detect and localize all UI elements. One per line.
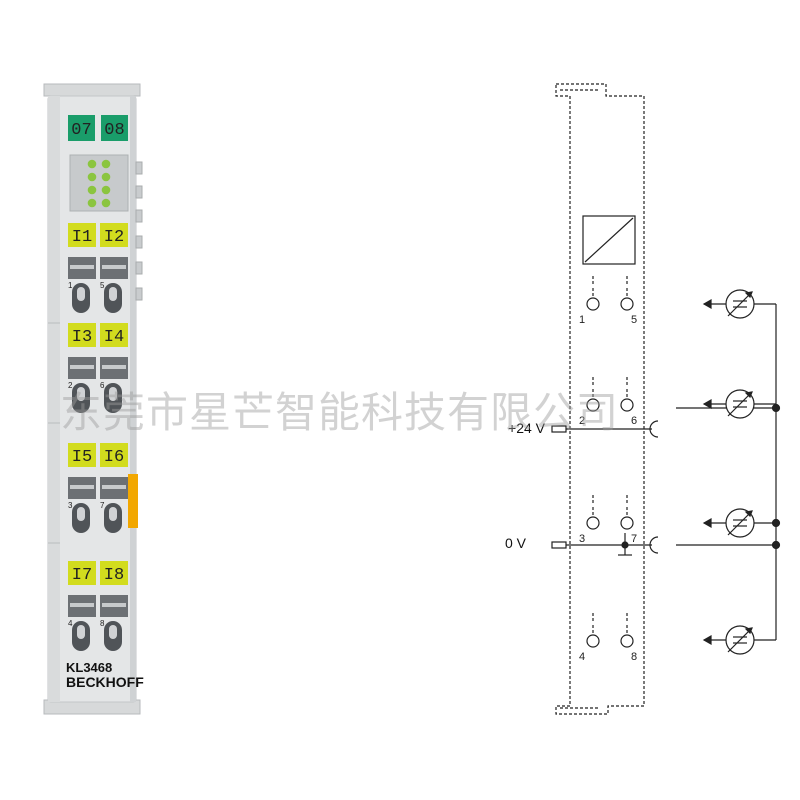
channel-label-text: I4 bbox=[104, 328, 124, 347]
schematic-pin-number: 6 bbox=[631, 415, 637, 427]
channel-label-text: I3 bbox=[72, 328, 92, 347]
wiring-schematic: 1 5 2 6 3 7 4 8 bbox=[551, 83, 781, 715]
channel-label-i6 bbox=[100, 443, 128, 467]
led-07 bbox=[68, 115, 95, 141]
terminal-number: 8 bbox=[100, 619, 105, 628]
brand-label: BECKHOFF bbox=[66, 674, 144, 690]
side-rail bbox=[48, 96, 60, 702]
led-window bbox=[69, 154, 129, 212]
schematic-housing-outline bbox=[555, 83, 645, 715]
terminal-number: 4 bbox=[68, 619, 73, 628]
schematic-terminal-dot bbox=[620, 398, 634, 412]
schematic-terminal-dot bbox=[586, 516, 600, 530]
schematic-pin-number: 7 bbox=[631, 533, 637, 545]
led-08 bbox=[101, 115, 128, 141]
ad-converter-symbol bbox=[582, 215, 636, 265]
terminal-module-photo: 07 08 I1 1 I2 5I3 2 I4 6I5 3 I6 7I7 4 I8 8 KL3468 BE… bbox=[43, 83, 144, 715]
schematic-terminal-dot bbox=[586, 398, 600, 412]
schematic-terminal-dot bbox=[620, 634, 634, 648]
schematic-pin-number: 8 bbox=[631, 651, 637, 663]
channel-label-i1 bbox=[68, 223, 96, 247]
terminal-number: 7 bbox=[100, 501, 105, 510]
schematic-pin-number: 2 bbox=[579, 415, 585, 427]
channel-label-i7 bbox=[68, 561, 96, 585]
model-label: KL3468 bbox=[66, 660, 112, 675]
channel-label-text: I1 bbox=[72, 228, 92, 247]
channel-label-text: I5 bbox=[72, 448, 92, 467]
terminal-number: 6 bbox=[100, 381, 105, 390]
schematic-terminal-dot bbox=[620, 516, 634, 530]
schematic-pin-number: 3 bbox=[579, 533, 585, 545]
channel-label-text: I7 bbox=[72, 566, 92, 585]
channel-label-text: I6 bbox=[104, 448, 124, 467]
watermark-text: 东莞市星芒智能科技有限公司 bbox=[60, 388, 619, 437]
channel-label-i8 bbox=[100, 561, 128, 585]
terminal-number: 1 bbox=[68, 281, 73, 290]
channel-label-i4 bbox=[100, 323, 128, 347]
status-led-grid bbox=[87, 159, 111, 208]
plus24v-label: +24 V bbox=[508, 420, 546, 436]
terminal-number: 5 bbox=[100, 281, 105, 290]
schematic-pin-number: 1 bbox=[579, 314, 585, 326]
schematic-pin-number: 5 bbox=[631, 314, 637, 326]
led-08-label: 08 bbox=[104, 121, 124, 140]
zero-v-terminal bbox=[551, 541, 567, 549]
terminal-number: 2 bbox=[68, 381, 73, 390]
channel-label-text: I2 bbox=[104, 228, 124, 247]
channel-label-text: I8 bbox=[104, 566, 124, 585]
schematic-terminal-dot bbox=[586, 634, 600, 648]
schematic-pin-number: 4 bbox=[579, 651, 585, 663]
channel-label-i3 bbox=[68, 323, 96, 347]
channel-label-i5 bbox=[68, 443, 96, 467]
power-contact-tab bbox=[128, 474, 138, 528]
top-rail-clip bbox=[43, 83, 141, 97]
zero-v-label: 0 V bbox=[505, 535, 527, 551]
channel-label-i2 bbox=[100, 223, 128, 247]
schematic-terminal-dot bbox=[586, 297, 600, 311]
terminal-number: 3 bbox=[68, 501, 73, 510]
schematic-terminal-dot bbox=[620, 297, 634, 311]
led-07-label: 07 bbox=[71, 121, 91, 140]
